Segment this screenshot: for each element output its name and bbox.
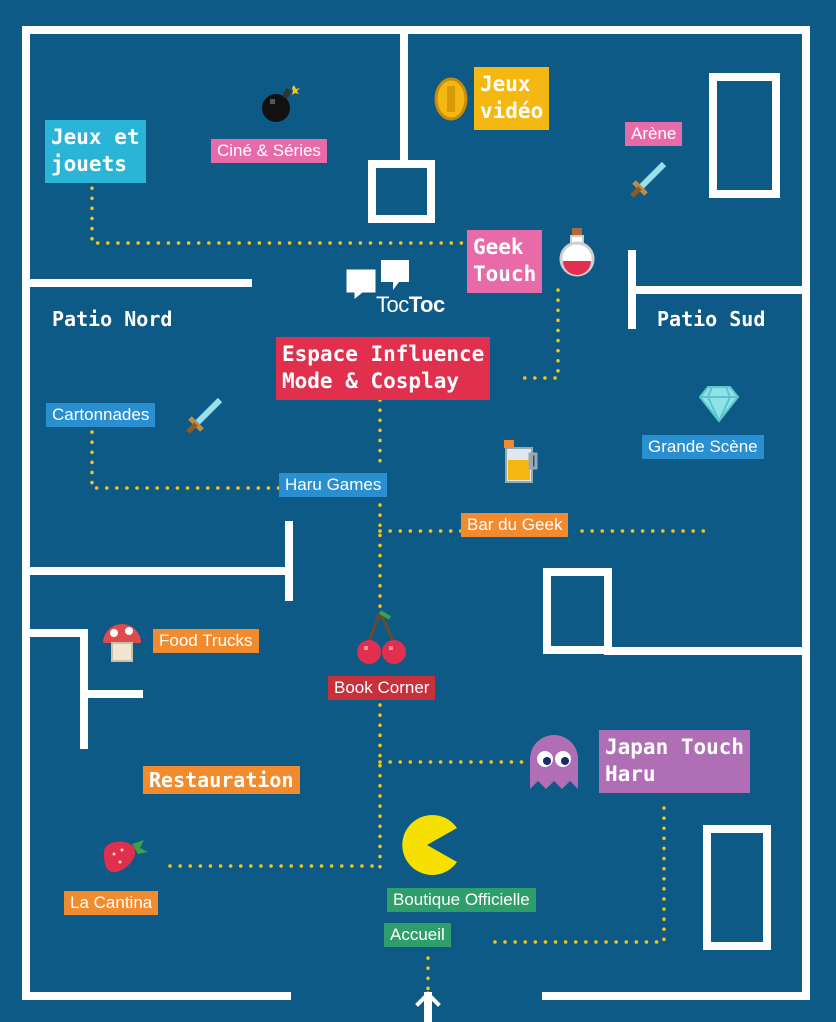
drink-icon	[504, 440, 538, 483]
mushroom-icon	[103, 624, 141, 662]
potion-icon	[559, 228, 595, 277]
stand-arene[interactable]: Arène	[625, 122, 683, 146]
stand-haru-games[interactable]: Haru Games	[279, 473, 388, 497]
stand-bar-du-geek[interactable]: Bar du Geek	[461, 513, 569, 537]
sword-icon	[630, 161, 667, 198]
stand-cartonnades[interactable]: Cartonnades	[46, 403, 156, 427]
stand-jeux-jouets[interactable]: Jeux et jouets	[45, 120, 146, 183]
logo-part2: Toc	[408, 292, 445, 317]
stand-book-corner[interactable]: Book Corner	[328, 676, 436, 700]
ghost-icon	[530, 735, 578, 789]
stand-grande-scene[interactable]: Grande Scène	[642, 435, 764, 459]
stand-accueil[interactable]: Accueil	[384, 923, 451, 947]
patio-nord-label: Patio Nord	[52, 307, 173, 331]
sword-icon	[186, 397, 223, 434]
stand-boutique-officielle[interactable]: Boutique Officielle	[387, 888, 536, 912]
stand-jeux-video[interactable]: Jeux vidéo	[474, 67, 550, 130]
pacman-icon	[402, 815, 457, 875]
toctoc-logo: TocToc	[376, 292, 445, 318]
restauration-label[interactable]: Restauration	[143, 766, 300, 794]
diamond-icon	[698, 386, 740, 423]
stand-espace-influence[interactable]: Espace Influence Mode & Cosplay	[276, 337, 491, 400]
stand-japan-touch[interactable]: Japan Touch Haru	[599, 730, 751, 793]
coin-icon	[434, 77, 468, 121]
strawberry-icon	[104, 840, 148, 873]
stand-la-cantina[interactable]: La Cantina	[64, 891, 159, 915]
patio-sud-label: Patio Sud	[657, 307, 766, 331]
chat-bubbles-icon	[343, 260, 409, 304]
logo-part1: Toc	[376, 292, 409, 317]
stand-food-trucks[interactable]: Food Trucks	[153, 629, 259, 653]
cherries-icon	[357, 610, 406, 664]
stand-geek-touch[interactable]: Geek Touch	[467, 230, 543, 293]
bomb-icon	[262, 85, 300, 122]
entrance-arrow-icon	[415, 991, 441, 1022]
stand-cine-series[interactable]: Ciné & Séries	[211, 139, 327, 163]
